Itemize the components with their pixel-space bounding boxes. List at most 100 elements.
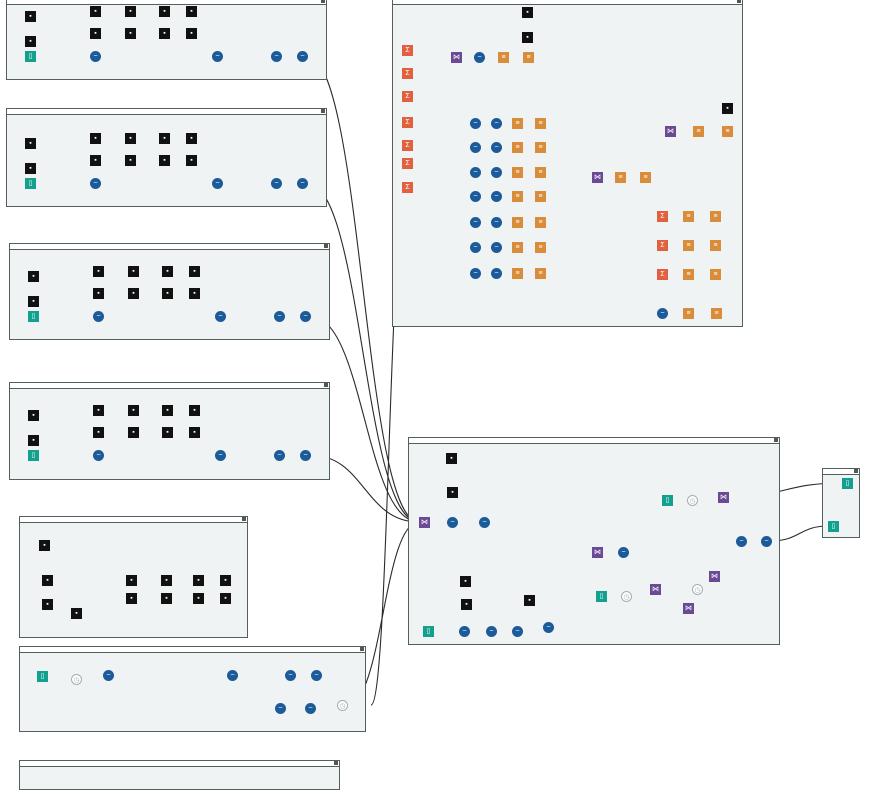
- clock-icon[interactable]: ◷: [337, 700, 348, 711]
- collapse-icon[interactable]: [242, 517, 246, 521]
- document-icon[interactable]: ≡: [535, 118, 546, 129]
- sigma-icon[interactable]: Σ: [402, 117, 413, 128]
- clapper-icon[interactable]: ▪: [42, 599, 53, 610]
- formula-icon[interactable]: ~: [491, 167, 502, 178]
- formula-icon[interactable]: ~: [470, 217, 481, 228]
- clapper-icon[interactable]: ▪: [28, 410, 39, 421]
- document-icon[interactable]: ≡: [535, 268, 546, 279]
- formula-icon[interactable]: ~: [90, 178, 101, 189]
- formula-icon[interactable]: ~: [300, 450, 311, 461]
- formula-icon[interactable]: ~: [459, 626, 470, 637]
- document-icon[interactable]: ≡: [512, 242, 523, 253]
- clapper-icon[interactable]: ▪: [220, 575, 231, 586]
- clapper-icon[interactable]: ▪: [90, 155, 101, 166]
- clapper-icon[interactable]: ▪: [161, 575, 172, 586]
- formula-icon[interactable]: ~: [285, 670, 296, 681]
- clapper-icon[interactable]: ▪: [125, 28, 136, 39]
- clapper-icon[interactable]: ▪: [25, 163, 36, 174]
- clapper-icon[interactable]: ▪: [522, 32, 533, 43]
- book-icon[interactable]: ▯: [25, 51, 36, 62]
- collapse-icon[interactable]: [360, 647, 364, 651]
- clapper-icon[interactable]: ▪: [125, 6, 136, 17]
- formula-icon[interactable]: ~: [227, 670, 238, 681]
- join-icon[interactable]: ⋈: [709, 571, 720, 582]
- formula-icon[interactable]: ~: [215, 311, 226, 322]
- sigma-icon[interactable]: Σ: [402, 158, 413, 169]
- collapse-icon[interactable]: [774, 438, 778, 442]
- clapper-icon[interactable]: ▪: [90, 6, 101, 17]
- container-header[interactable]: [7, 0, 326, 5]
- formula-icon[interactable]: ~: [470, 191, 481, 202]
- join-icon[interactable]: ⋈: [451, 52, 462, 63]
- sigma-icon[interactable]: Σ: [402, 140, 413, 151]
- formula-icon[interactable]: ~: [491, 191, 502, 202]
- collapse-icon[interactable]: [737, 0, 741, 3]
- container-header[interactable]: [20, 647, 365, 653]
- container-header[interactable]: [10, 383, 329, 389]
- book-icon[interactable]: ▯: [28, 450, 39, 461]
- book-icon[interactable]: ▯: [423, 626, 434, 637]
- join-icon[interactable]: ⋈: [419, 517, 430, 528]
- clock-icon[interactable]: ◷: [692, 584, 703, 595]
- formula-icon[interactable]: ~: [271, 51, 282, 62]
- clapper-icon[interactable]: ▪: [161, 593, 172, 604]
- formula-icon[interactable]: ~: [274, 450, 285, 461]
- clapper-icon[interactable]: ▪: [162, 288, 173, 299]
- formula-icon[interactable]: ~: [474, 52, 485, 63]
- clapper-icon[interactable]: ▪: [162, 427, 173, 438]
- book-icon[interactable]: ▯: [842, 478, 853, 489]
- formula-icon[interactable]: ~: [470, 268, 481, 279]
- clapper-icon[interactable]: ▪: [28, 296, 39, 307]
- join-icon[interactable]: ⋈: [650, 584, 661, 595]
- clapper-icon[interactable]: ▪: [128, 266, 139, 277]
- clapper-icon[interactable]: ▪: [125, 133, 136, 144]
- formula-icon[interactable]: ~: [212, 51, 223, 62]
- document-icon[interactable]: ≡: [535, 242, 546, 253]
- document-icon[interactable]: ≡: [512, 142, 523, 153]
- collapse-icon[interactable]: [321, 0, 325, 3]
- clapper-icon[interactable]: ▪: [524, 595, 535, 606]
- clapper-icon[interactable]: ▪: [125, 155, 136, 166]
- clapper-icon[interactable]: ▪: [189, 427, 200, 438]
- formula-icon[interactable]: ~: [90, 51, 101, 62]
- formula-icon[interactable]: ~: [657, 308, 668, 319]
- sigma-icon[interactable]: Σ: [657, 269, 668, 280]
- book-icon[interactable]: ▯: [25, 178, 36, 189]
- collapse-icon[interactable]: [854, 469, 858, 473]
- formula-icon[interactable]: ~: [479, 517, 490, 528]
- clapper-icon[interactable]: ▪: [220, 593, 231, 604]
- clapper-icon[interactable]: ▪: [460, 576, 471, 587]
- formula-icon[interactable]: ~: [512, 626, 523, 637]
- container-header[interactable]: [20, 517, 247, 523]
- sigma-icon[interactable]: Σ: [402, 182, 413, 193]
- formula-icon[interactable]: ~: [491, 142, 502, 153]
- clapper-icon[interactable]: ▪: [25, 138, 36, 149]
- clapper-icon[interactable]: ▪: [128, 288, 139, 299]
- container-header[interactable]: [20, 761, 339, 767]
- clapper-icon[interactable]: ▪: [128, 427, 139, 438]
- document-icon[interactable]: ≡: [710, 240, 721, 251]
- container-header[interactable]: [393, 0, 742, 5]
- collapse-icon[interactable]: [324, 383, 328, 387]
- document-icon[interactable]: ≡: [535, 217, 546, 228]
- join-icon[interactable]: ⋈: [665, 126, 676, 137]
- clapper-icon[interactable]: ▪: [186, 133, 197, 144]
- book-icon[interactable]: ▯: [828, 521, 839, 532]
- tool-container[interactable]: [408, 437, 780, 645]
- clapper-icon[interactable]: ▪: [722, 103, 733, 114]
- clapper-icon[interactable]: ▪: [159, 133, 170, 144]
- clapper-icon[interactable]: ▪: [128, 405, 139, 416]
- join-icon[interactable]: ⋈: [718, 492, 729, 503]
- collapse-icon[interactable]: [334, 761, 338, 765]
- document-icon[interactable]: ≡: [710, 269, 721, 280]
- document-icon[interactable]: ≡: [693, 126, 704, 137]
- formula-icon[interactable]: ~: [470, 142, 481, 153]
- container-header[interactable]: [823, 469, 859, 475]
- tool-container[interactable]: [9, 243, 330, 340]
- clapper-icon[interactable]: ▪: [159, 155, 170, 166]
- clapper-icon[interactable]: ▪: [25, 36, 36, 47]
- join-icon[interactable]: ⋈: [592, 547, 603, 558]
- clapper-icon[interactable]: ▪: [159, 6, 170, 17]
- formula-icon[interactable]: ~: [300, 311, 311, 322]
- formula-icon[interactable]: ~: [470, 242, 481, 253]
